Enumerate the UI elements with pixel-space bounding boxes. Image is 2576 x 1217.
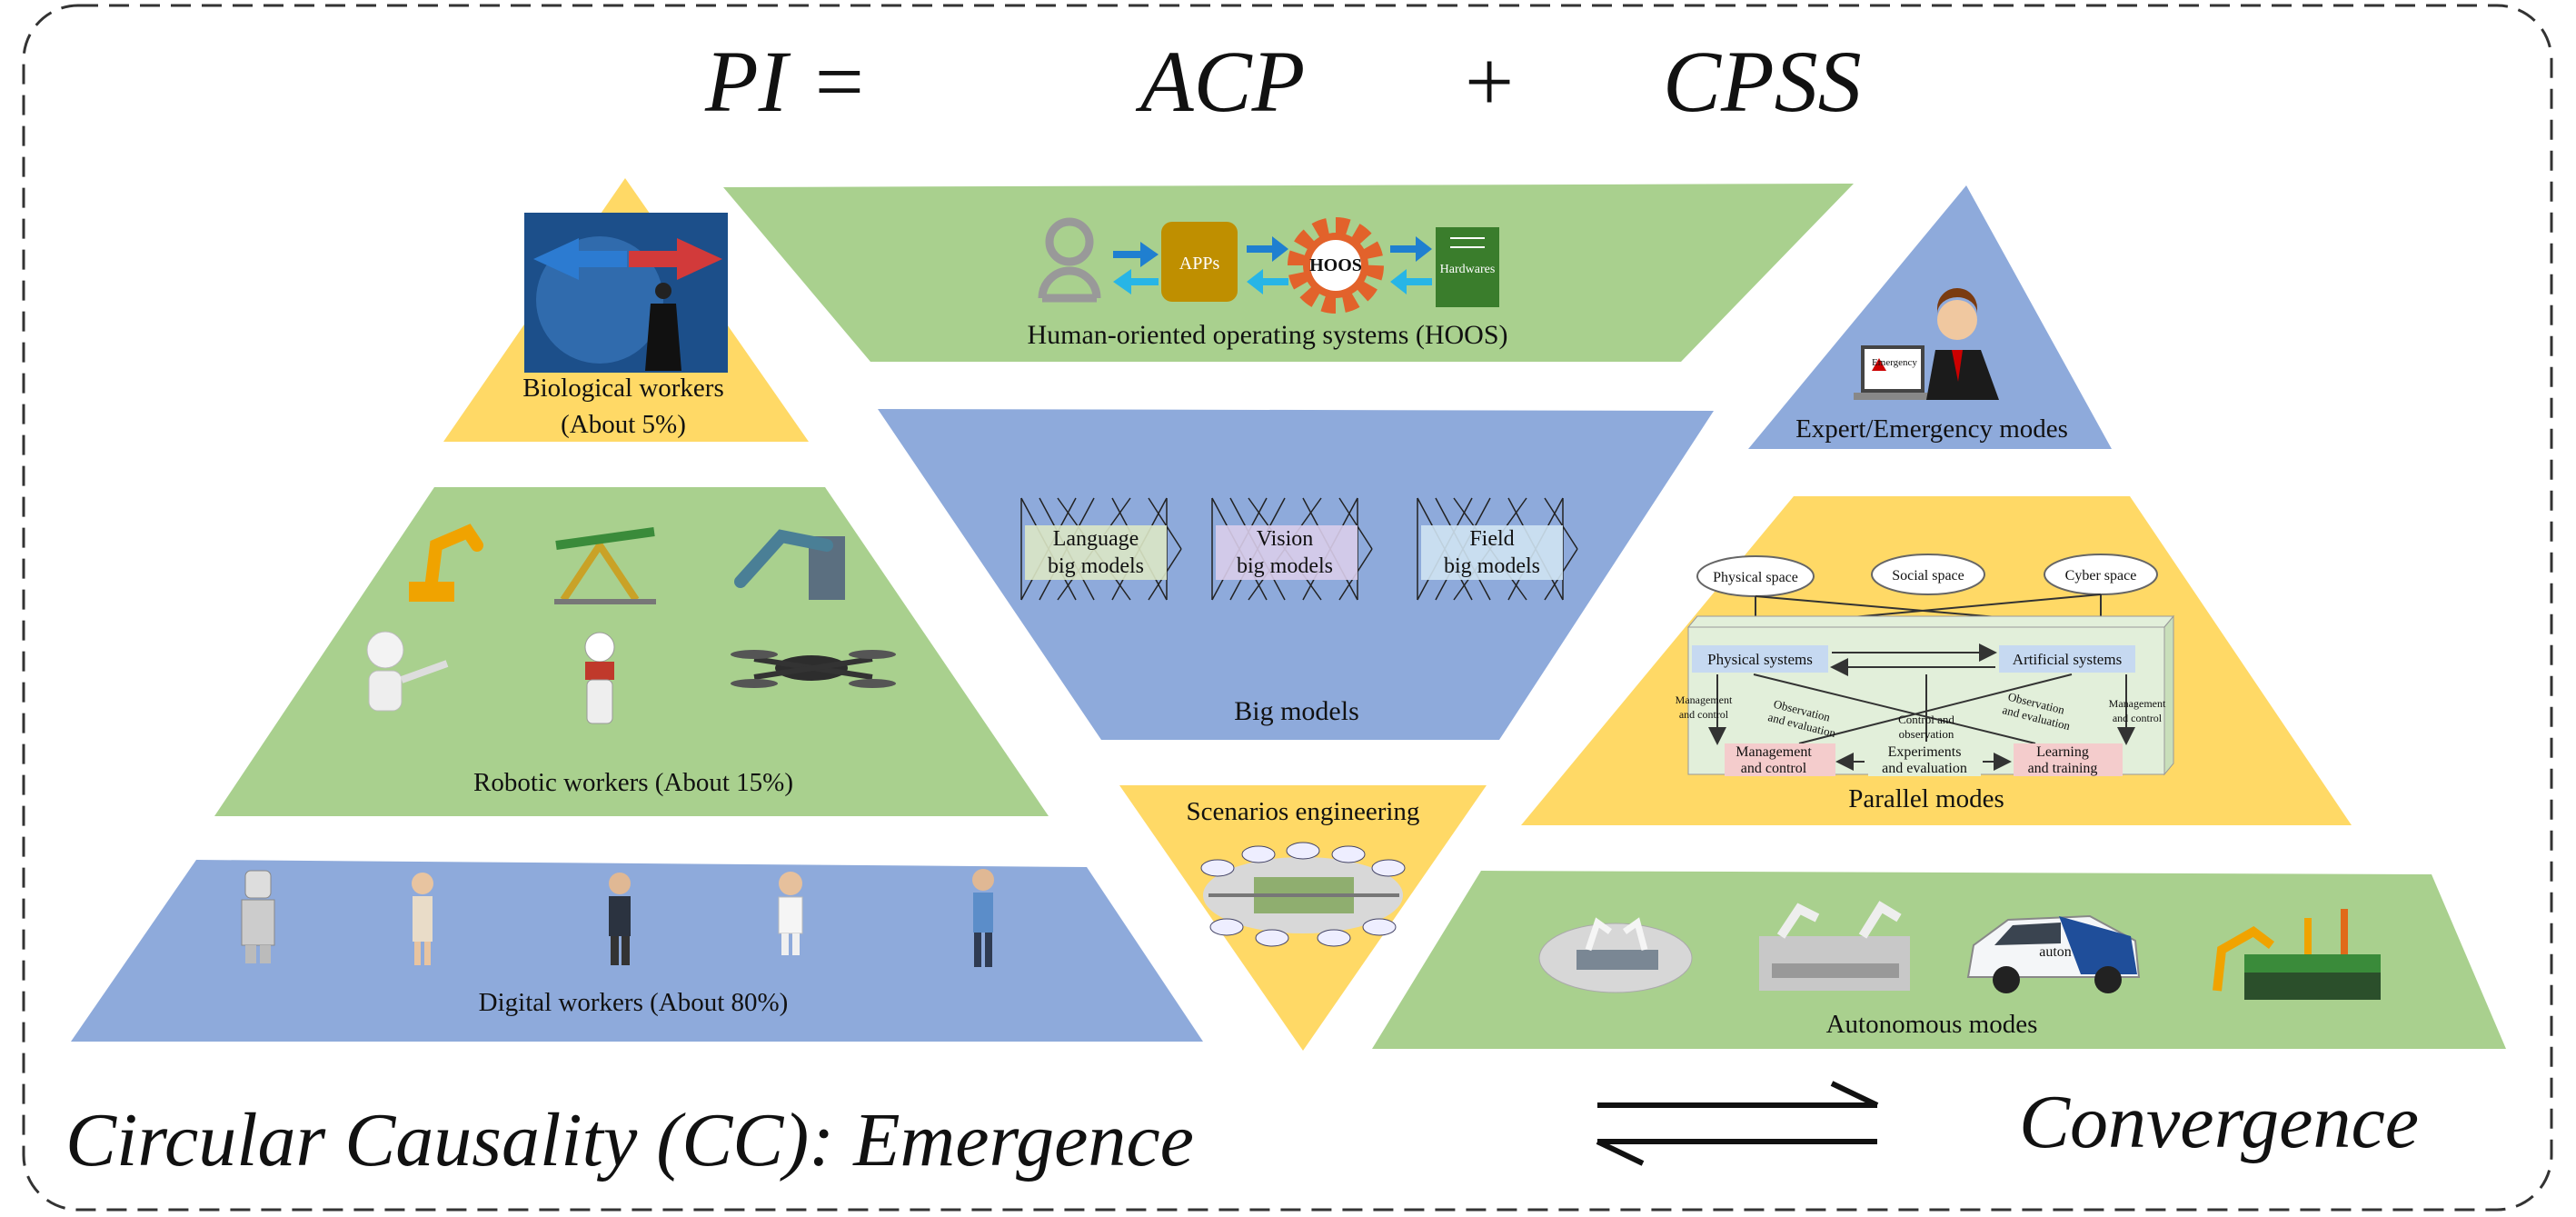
- language-model-label-2: big models: [1048, 554, 1144, 578]
- vision-model-label-2: big models: [1237, 554, 1333, 578]
- big-models-panel: Language big models Vision big models: [878, 409, 1714, 740]
- artificial-systems-box: [1999, 645, 2135, 673]
- box-learning-label-2: and training: [2028, 761, 2098, 776]
- scenarios-label: Scenarios engineering: [1187, 797, 1420, 826]
- convergence-text: Convergence: [2019, 1080, 2419, 1164]
- robotic-panel: Robotic workers (About 15%): [214, 487, 1049, 816]
- equilibrium-arrows-icon: [1596, 1081, 1879, 1166]
- digital-panel: Digital workers (About 80%): [71, 860, 1203, 1042]
- vision-model-label-1: Vision: [1257, 527, 1314, 551]
- humanoid-robot-icon: [366, 631, 449, 712]
- hardware-label: Hardwares: [1440, 263, 1496, 276]
- digital-shape: [71, 860, 1203, 1042]
- autonomous-label: Autonomous modes: [1826, 1010, 2038, 1039]
- mgmt-right-label-2: and control: [2113, 712, 2163, 724]
- hoos-arrows: [1113, 236, 1432, 294]
- digital-avatar-doctor-icon: [778, 872, 803, 955]
- autonomous-car-image: [1966, 914, 2141, 993]
- social-space-label: Social space: [1892, 568, 1964, 584]
- box-learning-label-1: Learning: [2036, 744, 2089, 760]
- digital-avatar-casual-icon: [972, 869, 994, 967]
- hardware-icon: [1436, 227, 1499, 307]
- big-models-label: Big models: [1234, 696, 1359, 726]
- ctrl-obs-label-2: observation: [1899, 727, 1954, 741]
- industrial-arm-icon: [409, 524, 483, 602]
- assembly-line-arms-image: [2213, 909, 2381, 1000]
- digital-avatar-woman-icon: [412, 873, 433, 965]
- digital-avatar-man-icon: [609, 873, 631, 965]
- drone-icon: [731, 650, 896, 688]
- person-icon: [1038, 217, 1101, 303]
- artificial-systems-label: Artificial systems: [2013, 651, 2122, 668]
- physical-systems-box: [1692, 645, 1828, 673]
- equation-lhs: PI =: [704, 33, 868, 130]
- autonomous-car-text: auton: [2039, 944, 2072, 960]
- gear-icon: [1288, 217, 1384, 314]
- parallel-label: Parallel modes: [1848, 784, 2004, 813]
- robot-arm-icon: [734, 529, 845, 600]
- equation-plus: +: [1465, 33, 1514, 130]
- robotic-label: Robotic workers (About 15%): [473, 768, 793, 797]
- pumpjack-icon: [554, 527, 656, 604]
- digital-label: Digital workers (About 80%): [479, 988, 789, 1017]
- apps-label: APPs: [1179, 254, 1220, 274]
- biological-label-1: Biological workers: [522, 374, 723, 403]
- vision-model-network: [1211, 497, 1373, 601]
- gear-label: HOOS: [1309, 255, 1362, 275]
- mgmt-left-label-2: and control: [1679, 708, 1729, 721]
- equation-acp: ACP: [1135, 33, 1305, 130]
- apps-icon: [1161, 222, 1238, 302]
- field-model-label-1: Field: [1469, 527, 1514, 551]
- physical-systems-label: Physical systems: [1707, 651, 1813, 668]
- expert-label: Expert/Emergency modes: [1795, 414, 2068, 444]
- autonomous-panel: auton Autonomous modes: [1372, 871, 2506, 1049]
- expert-shape: [1748, 185, 2112, 449]
- box-experiments-label-1: Experiments: [1888, 744, 1962, 760]
- language-model-label-1: Language: [1053, 527, 1139, 551]
- box-learning: [2014, 743, 2123, 776]
- box-management: [1725, 743, 1835, 776]
- ctrl-obs-label-1: Control and: [1898, 713, 1954, 726]
- autonomous-shape: [1372, 871, 2506, 1049]
- expert-panel: Emergency Expert/Emergency modes: [1748, 185, 2112, 449]
- box-management-label-2: and control: [1741, 761, 1807, 776]
- digital-avatar-robot-icon: [241, 870, 275, 963]
- factory-robots-image: [1759, 901, 1910, 991]
- business-man-image: [524, 213, 728, 373]
- biological-panel: Biological workers (About 5%): [443, 178, 809, 442]
- box-management-label-1: Management: [1736, 744, 1812, 760]
- physical-space-label: Physical space: [1713, 570, 1798, 585]
- outer-frame: [22, 4, 2553, 1212]
- robot-assembly-line-image: [1538, 917, 1693, 993]
- mgmt-left-label-1: Management: [1676, 693, 1733, 706]
- field-model-label-2: big models: [1444, 554, 1540, 578]
- service-robot-icon: [584, 632, 615, 724]
- box-experiments-label-2: and evaluation: [1882, 761, 1967, 776]
- social-space-cloud: [1871, 554, 1985, 595]
- scenario-city-image: [1200, 842, 1406, 947]
- parallel-panel: Physical space Social space Cyber space …: [1521, 496, 2352, 825]
- language-model-network: [1020, 497, 1182, 601]
- field-model-network: [1417, 497, 1578, 601]
- parallel-flow-arrows: [1708, 643, 2135, 771]
- expert-person-icon: [1854, 288, 1999, 400]
- box-experiments: [1868, 743, 1981, 776]
- hoos-shape: [723, 184, 1854, 362]
- equation-cpss: CPSS: [1663, 33, 1862, 130]
- hoos-label: Human-oriented operating systems (HOOS): [1027, 320, 1507, 350]
- emergence-text: Circular Causality (CC): Emergence: [65, 1098, 1194, 1182]
- cyber-space-label: Cyber space: [2065, 568, 2137, 584]
- scenarios-panel: Scenarios engineering: [1119, 785, 1487, 1051]
- biological-label-2: (About 5%): [561, 410, 686, 439]
- hoos-panel: APPs HOOS Hardwares Human-oriented opera…: [723, 184, 1854, 362]
- expert-screen-text: Emergency: [1872, 357, 1917, 368]
- mgmt-right-label-1: Management: [2109, 697, 2166, 710]
